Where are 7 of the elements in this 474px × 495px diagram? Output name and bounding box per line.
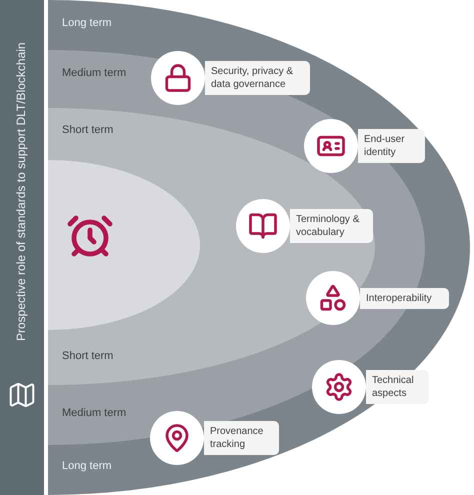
term-label: Medium term: [62, 407, 126, 419]
term-label: Short term: [62, 350, 114, 362]
term-label: Medium term: [62, 67, 126, 79]
term-label: Long term: [62, 17, 112, 29]
term-label: Short term: [62, 124, 114, 136]
sidebar-title: Prospective role of standards to support DLT/Blockchain: [13, 42, 29, 344]
term-label: Long term: [62, 460, 112, 472]
